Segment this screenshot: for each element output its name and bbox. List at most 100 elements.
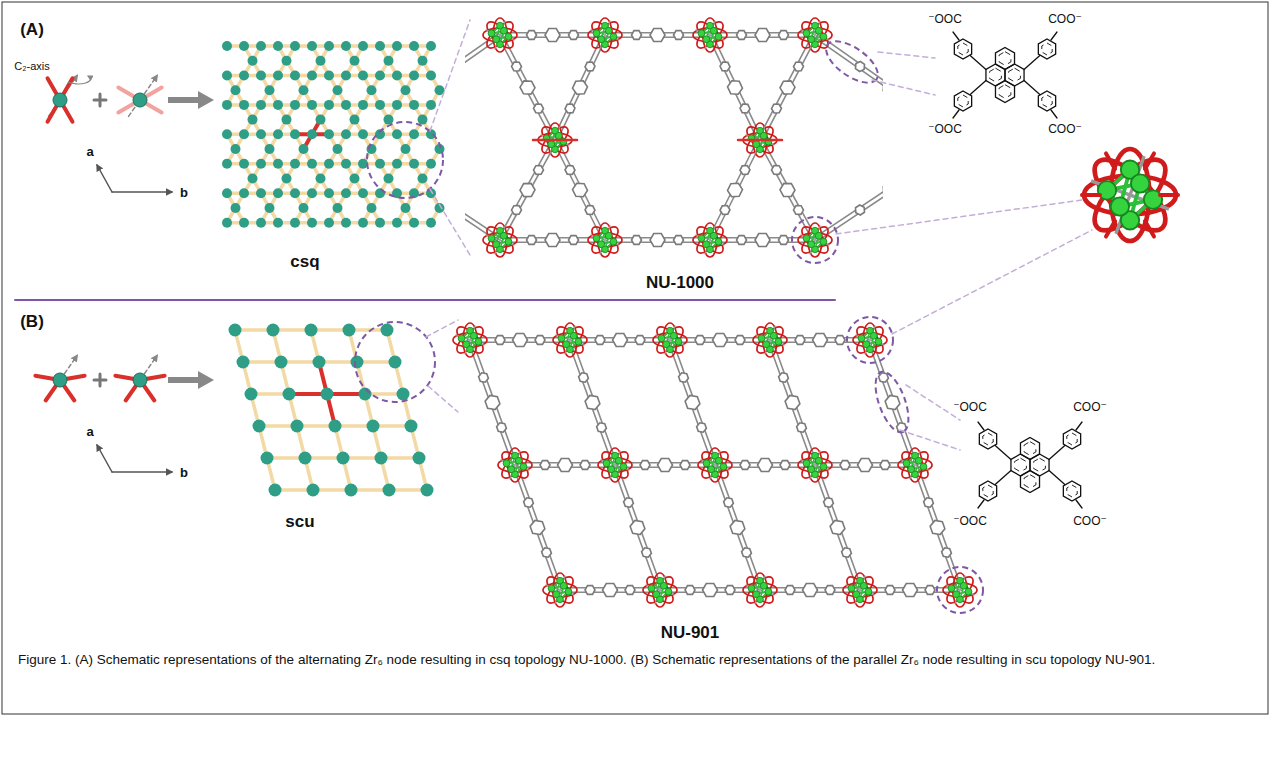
linker-ring	[835, 336, 845, 345]
scu-net	[229, 324, 434, 497]
linker-ring	[885, 395, 900, 409]
node-schematic	[48, 75, 78, 121]
axis-arrow	[112, 191, 172, 193]
net-node	[409, 70, 419, 80]
linker-ring	[758, 459, 773, 472]
linker-ring	[830, 520, 845, 534]
net-node	[313, 356, 326, 369]
linker-ring	[545, 234, 560, 247]
linker-bond	[465, 37, 501, 142]
linker-ring	[720, 206, 730, 215]
net-node	[405, 420, 418, 433]
linker-bond	[472, 339, 517, 464]
net-node	[273, 188, 283, 198]
net-node	[358, 188, 368, 198]
carboxylate-label: ⁻OOC	[953, 401, 987, 414]
net-node	[426, 129, 436, 139]
linker-ring	[512, 62, 522, 71]
panel-divider	[15, 299, 835, 301]
linker-ring	[685, 395, 700, 409]
linker-ring	[630, 520, 645, 534]
net-node	[239, 188, 249, 198]
axis-label: a	[86, 425, 93, 439]
net-node	[426, 159, 436, 169]
bond	[970, 81, 985, 95]
net-node	[307, 129, 317, 139]
net-node	[299, 452, 312, 465]
zr6-node	[643, 573, 677, 607]
net-node	[316, 56, 326, 66]
linker-ring	[730, 520, 745, 534]
linker-ring	[534, 104, 544, 113]
linker-ring	[737, 236, 747, 245]
linker-ring	[585, 62, 595, 71]
framework-label: NU-901	[661, 624, 720, 643]
linker-bond	[668, 341, 713, 466]
net-node	[375, 452, 388, 465]
net-node	[341, 218, 351, 228]
linker-ring	[728, 81, 743, 95]
linker-ring	[674, 236, 684, 245]
linker-ring	[540, 461, 550, 470]
linker-bond	[557, 36, 607, 141]
linker-ring	[856, 205, 865, 215]
net-node	[222, 129, 232, 139]
net-node	[231, 85, 241, 95]
bond	[1076, 422, 1082, 430]
net-node	[316, 174, 326, 184]
linker-ring	[565, 166, 575, 175]
highlight-circle	[819, 33, 884, 90]
net-node	[392, 129, 402, 139]
linker-ring	[840, 461, 850, 470]
net-node	[418, 115, 428, 125]
net-node	[307, 70, 317, 80]
linker-ring	[640, 461, 650, 470]
topology-label: csq	[290, 253, 319, 272]
axis-mark	[738, 139, 782, 142]
node-schematic	[35, 355, 84, 400]
net-node	[231, 203, 241, 213]
linker-ring	[924, 498, 934, 507]
net-node	[351, 356, 364, 369]
linker-ring	[573, 81, 588, 95]
linker-ring	[779, 31, 789, 40]
net-node	[222, 41, 232, 51]
linker-ring	[772, 166, 782, 175]
carboxylate-label: COO⁻	[1048, 13, 1082, 26]
linker-ring	[569, 31, 579, 40]
net-node	[392, 100, 402, 110]
net-node	[290, 70, 300, 80]
linker-ring	[728, 183, 743, 196]
net-node	[409, 159, 419, 169]
linker-ring	[573, 183, 588, 196]
linker-ring	[512, 206, 522, 215]
net-node	[324, 70, 334, 80]
linker-ring	[513, 334, 528, 347]
carboxylate-label: ⁻OOC	[928, 13, 962, 26]
net-node	[392, 159, 402, 169]
net-node	[421, 484, 434, 497]
net-node	[381, 324, 394, 337]
linker-bond	[816, 33, 883, 138]
net-node	[248, 56, 258, 66]
net-node	[290, 100, 300, 110]
net-node	[307, 100, 317, 110]
linker-bond	[513, 466, 558, 591]
linker-bond	[762, 36, 817, 141]
bond	[1024, 56, 1039, 70]
net-node	[426, 100, 436, 110]
reaction-arrow	[168, 371, 214, 389]
linker-ring	[903, 584, 918, 597]
bond	[978, 500, 984, 508]
net-node	[324, 129, 334, 139]
zr6-node	[553, 323, 587, 357]
net-node	[239, 159, 249, 169]
linker-ring	[524, 498, 534, 507]
figure-caption: Figure 1. (A) Schematic representations …	[18, 650, 1253, 671]
net-node	[409, 100, 419, 110]
net-node	[248, 174, 258, 184]
linker-bond	[713, 466, 758, 591]
net-node	[239, 41, 249, 51]
net-node	[290, 188, 300, 198]
zr6-node	[598, 448, 632, 482]
